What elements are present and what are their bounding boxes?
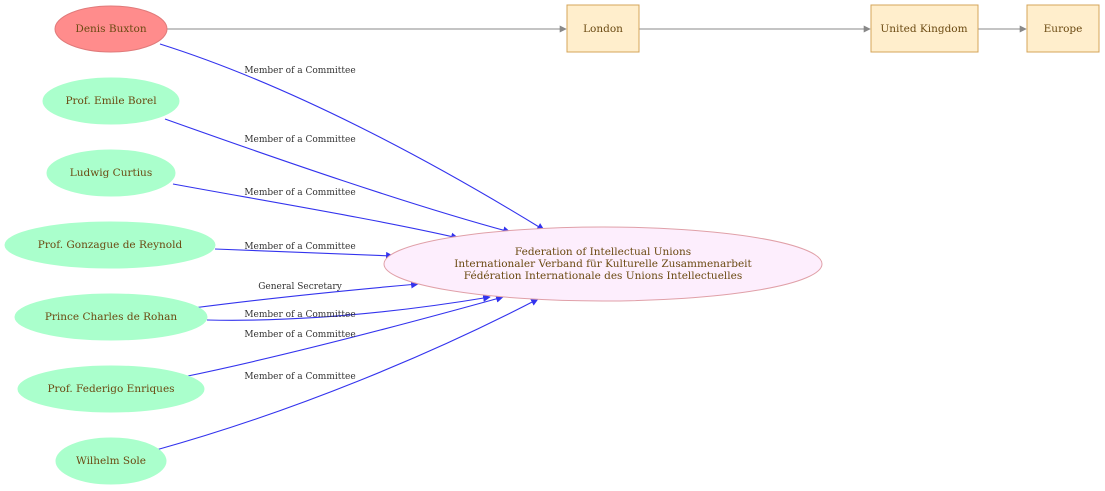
node-federigo-enriques[interactable]: Prof. Federigo Enriques [17,365,205,413]
federation-name-fr: Fédération Internationale des Unions Int… [464,270,742,282]
edge-labels: Member of a Committee Member of a Commit… [244,66,355,382]
node-ludwig-curtius[interactable]: Ludwig Curtius [46,149,176,197]
node-label: Prof. Emile Borel [65,95,157,107]
node-label: Denis Buxton [75,23,146,35]
edge-enriques-federation [182,295,504,378]
node-label: Ludwig Curtius [70,167,152,179]
edge-label-curtius: Member of a Committee [244,188,355,198]
edge-curtius-federation [172,183,459,241]
edge-label-rohan-member: Member of a Committee [244,310,355,320]
node-label: Prof. Gonzague de Reynold [38,239,183,251]
node-label: Prince Charles de Rohan [45,311,178,323]
edge-label-buxton: Member of a Committee [244,66,355,76]
node-gonzague-de-reynold[interactable]: Prof. Gonzague de Reynold [4,221,216,269]
node-label: Prof. Federigo Enriques [47,383,174,395]
node-emile-borel[interactable]: Prof. Emile Borel [42,77,180,125]
edge-label-rohan-secretary: General Secretary [258,282,342,292]
edge-buxton-federation [159,43,545,231]
node-label: London [583,23,623,35]
edge-label-enriques: Member of a Committee [244,330,355,340]
edge-borel-federation [164,118,511,234]
edge-label-sole: Member of a Committee [244,372,355,382]
node-label: Wilhelm Sole [76,455,146,467]
edge-label-reynold: Member of a Committee [244,242,355,252]
federation-name-de: Internationaler Verband für Kulturelle Z… [454,258,752,270]
node-london[interactable]: London [566,4,640,53]
edge-rohan-federation-secretary [192,280,419,309]
node-label: United Kingdom [880,23,967,35]
node-label: Europe [1044,23,1083,35]
edge-reynold-federation [214,248,394,260]
edge-sole-federation [155,298,539,451]
node-europe[interactable]: Europe [1026,4,1100,53]
node-federation[interactable]: Federation of Intellectual Unions Intern… [383,226,823,302]
node-united-kingdom[interactable]: United Kingdom [870,4,979,53]
federation-name-en: Federation of Intellectual Unions [515,246,691,258]
membership-edges [155,43,545,451]
edge-rohan-federation-member [206,294,491,321]
node-denis-buxton[interactable]: Denis Buxton [54,5,168,53]
node-wilhelm-sole[interactable]: Wilhelm Sole [55,437,167,485]
node-charles-de-rohan[interactable]: Prince Charles de Rohan [14,293,208,341]
edge-label-borel: Member of a Committee [244,135,355,145]
